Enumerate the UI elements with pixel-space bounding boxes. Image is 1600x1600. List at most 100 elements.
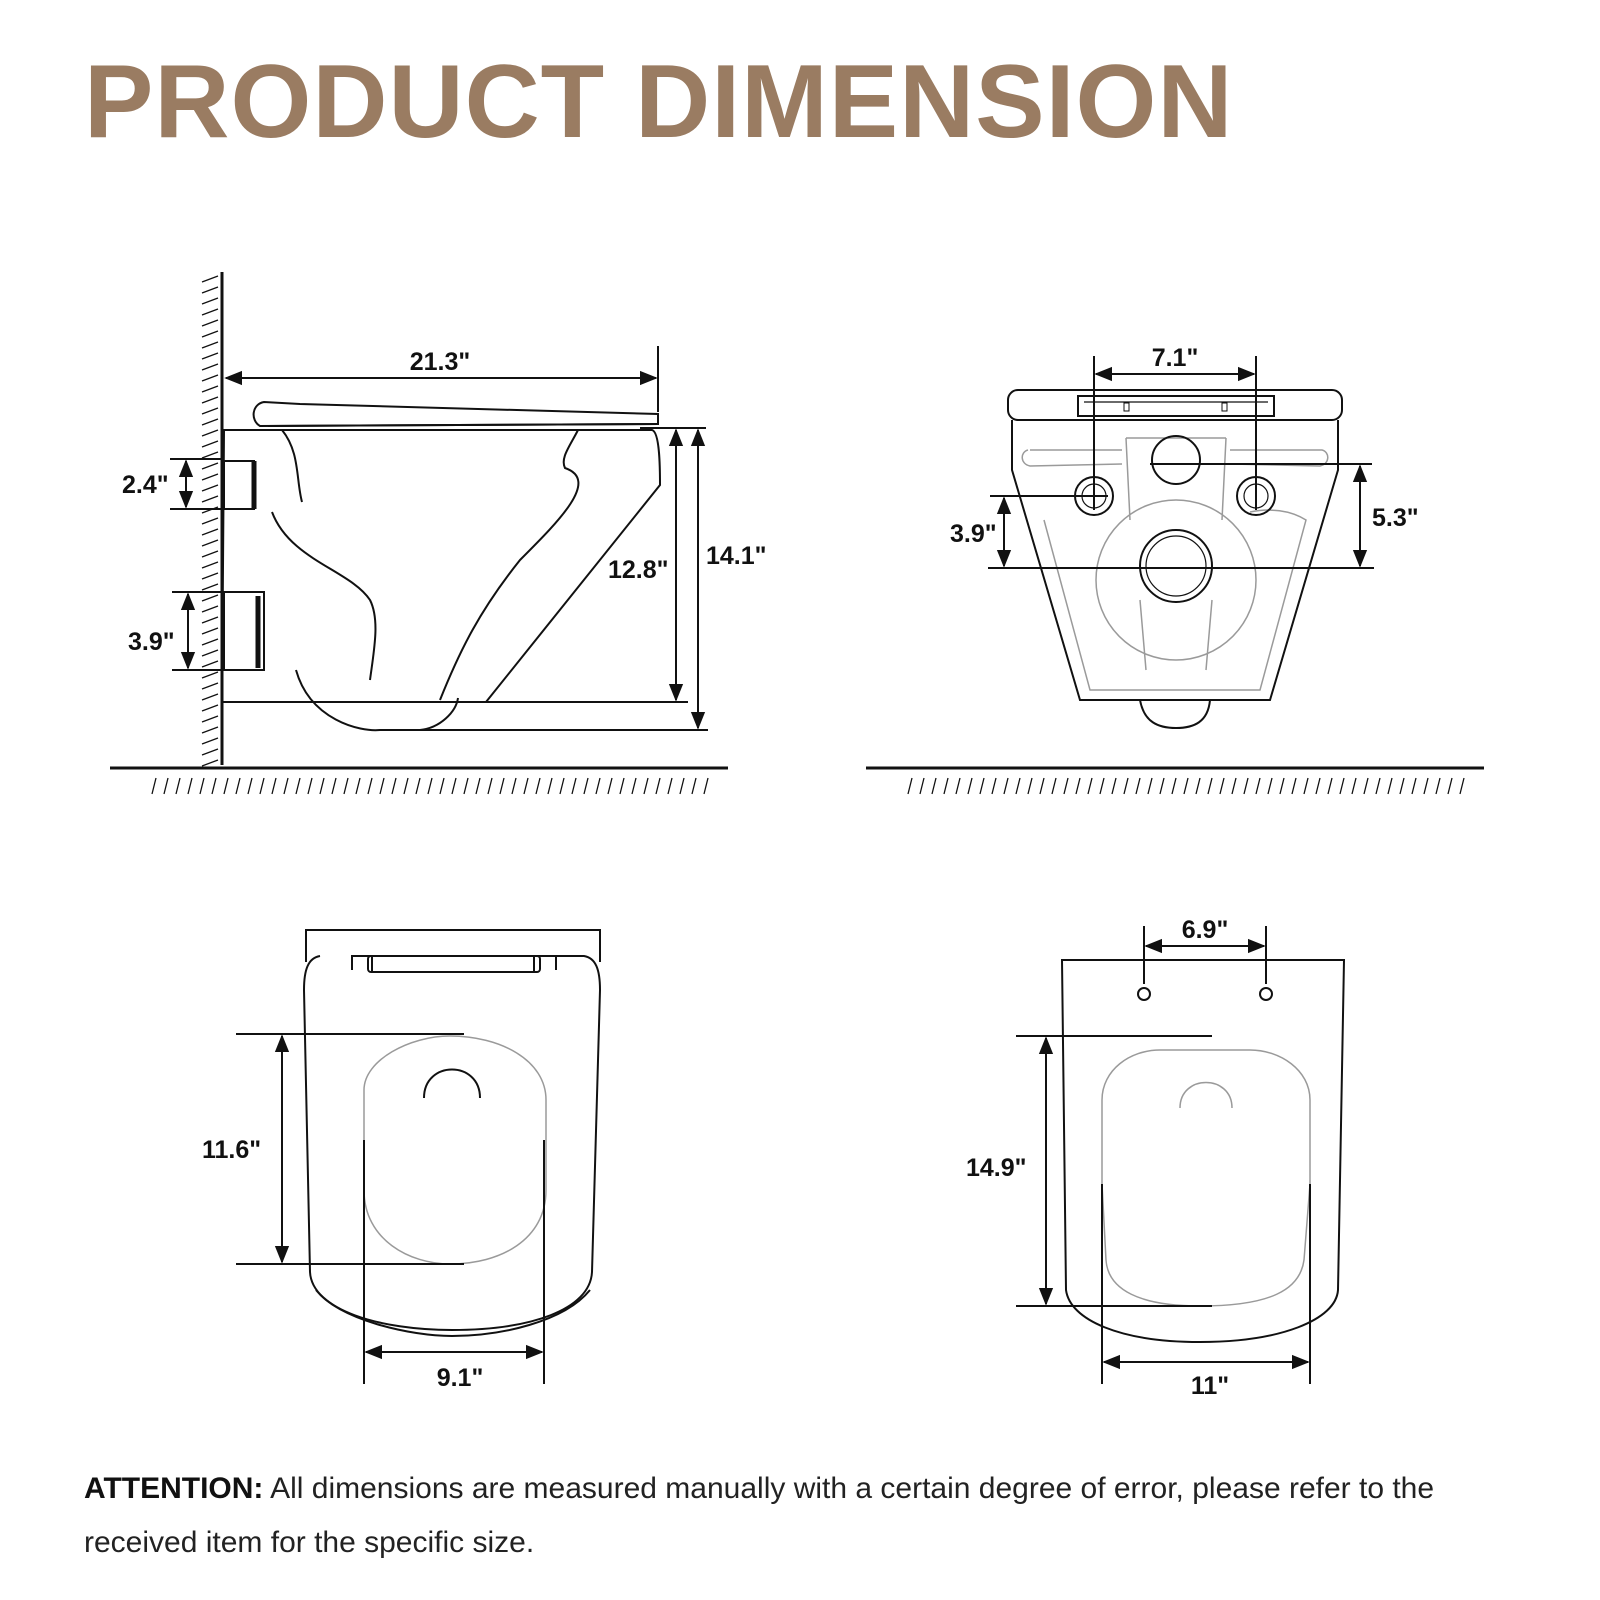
hatch-mark	[1219, 777, 1225, 795]
hatch-mark	[907, 777, 913, 795]
trap-right-curve	[439, 429, 580, 701]
hatch-mark	[201, 616, 219, 624]
hatch-mark	[201, 495, 219, 503]
hatch-mark	[331, 777, 337, 795]
attention-note: ATTENTION: All dimensions are measured m…	[84, 1462, 1534, 1570]
hatch-mark	[379, 777, 385, 795]
hatch-mark	[427, 777, 433, 795]
hatch-mark	[201, 451, 219, 459]
hatch-mark	[201, 418, 219, 426]
inlet-pipe	[223, 460, 255, 510]
hatch-mark	[1015, 777, 1021, 795]
hatch-mark	[151, 777, 157, 795]
hatch-mark	[1327, 777, 1333, 795]
outlet-hole	[1139, 529, 1213, 603]
hatch-mark	[547, 777, 553, 795]
back-body-bottom	[1139, 699, 1211, 730]
hatch-mark	[367, 777, 373, 795]
hatch-mark	[667, 777, 673, 795]
hinge-hole-right	[1259, 987, 1273, 1001]
hatch-mark	[559, 777, 565, 795]
inlet-height-label: 2.4"	[122, 471, 169, 499]
hatch-mark	[201, 330, 219, 338]
hatch-mark	[943, 777, 949, 795]
hatch-mark	[1243, 777, 1249, 795]
hatch-mark	[1279, 777, 1285, 795]
hatch-mark	[307, 777, 313, 795]
hatch-mark	[967, 777, 973, 795]
hatch-mark	[679, 777, 685, 795]
hatch-mark	[201, 660, 219, 668]
seat-lower-edge	[315, 1289, 591, 1338]
seat-view	[236, 929, 602, 1384]
hatch-mark	[499, 777, 505, 795]
wall-hatch	[201, 275, 219, 767]
hinge-bar	[367, 955, 541, 973]
hatch-mark	[201, 627, 219, 635]
hatch-mark	[643, 777, 649, 795]
top-length-label: 14.9"	[966, 1154, 1027, 1182]
hatch-mark	[1075, 777, 1081, 795]
outlet-height-label: 3.9"	[128, 628, 175, 656]
hatch-mark	[1267, 777, 1273, 795]
top-outline	[1060, 959, 1346, 1344]
hatch-mark	[487, 777, 493, 795]
hatch-mark	[201, 594, 219, 602]
hatch-mark	[201, 748, 219, 756]
hatch-mark	[201, 715, 219, 723]
hatch-mark	[1027, 777, 1033, 795]
hatch-mark	[1159, 777, 1165, 795]
back-body	[1011, 420, 1339, 701]
bowl-body	[220, 429, 662, 703]
hatch-mark	[175, 777, 181, 795]
hatch-mark	[201, 561, 219, 569]
hatch-mark	[619, 777, 625, 795]
hinge-hole-left	[1137, 987, 1151, 1001]
hinge-spacing-label: 6.9"	[1182, 916, 1229, 944]
hatch-mark	[201, 682, 219, 690]
hatch-mark	[475, 777, 481, 795]
hatch-mark	[201, 649, 219, 657]
hatch-mark	[655, 777, 661, 795]
hatch-mark	[403, 777, 409, 795]
hatch-mark	[201, 341, 219, 349]
hatch-mark	[201, 528, 219, 536]
hatch-mark	[201, 550, 219, 558]
hatch-mark	[201, 583, 219, 591]
seat-lid	[252, 400, 659, 428]
page-title: PRODUCT DIMENSION	[84, 44, 1234, 160]
hatch-mark	[571, 777, 577, 795]
hatch-mark	[201, 308, 219, 316]
trap-left-curve	[271, 429, 377, 681]
hatch-mark	[1447, 777, 1453, 795]
hatch-mark	[247, 777, 253, 795]
hatch-mark	[201, 737, 219, 745]
hatch-mark	[703, 777, 709, 795]
hatch-mark	[391, 777, 397, 795]
bowl-bottom	[295, 669, 459, 732]
hatch-mark	[463, 777, 469, 795]
hatch-mark	[583, 777, 589, 795]
seat-rim	[1007, 389, 1343, 421]
hatch-mark	[1051, 777, 1057, 795]
hatch-mark	[1147, 777, 1153, 795]
hatch-mark	[201, 704, 219, 712]
hatch-mark	[1171, 777, 1177, 795]
hatch-mark	[1339, 777, 1345, 795]
attention-text: All dimensions are measured manually wit…	[84, 1472, 1435, 1559]
hatch-mark	[201, 286, 219, 294]
hatch-mark	[201, 440, 219, 448]
hatch-mark	[201, 605, 219, 613]
hatch-mark	[235, 777, 241, 795]
bolt-spacing-label: 7.1"	[1152, 344, 1199, 372]
hatch-mark	[1123, 777, 1129, 795]
seat-width-label: 9.1"	[437, 1364, 484, 1392]
hatch-mark	[1111, 777, 1117, 795]
hatch-mark	[511, 777, 517, 795]
attention-label: ATTENTION:	[84, 1472, 264, 1505]
inlet-hole	[1151, 435, 1201, 485]
hatch-mark	[439, 777, 445, 795]
hatch-mark	[201, 385, 219, 393]
hatch-mark	[1063, 777, 1069, 795]
